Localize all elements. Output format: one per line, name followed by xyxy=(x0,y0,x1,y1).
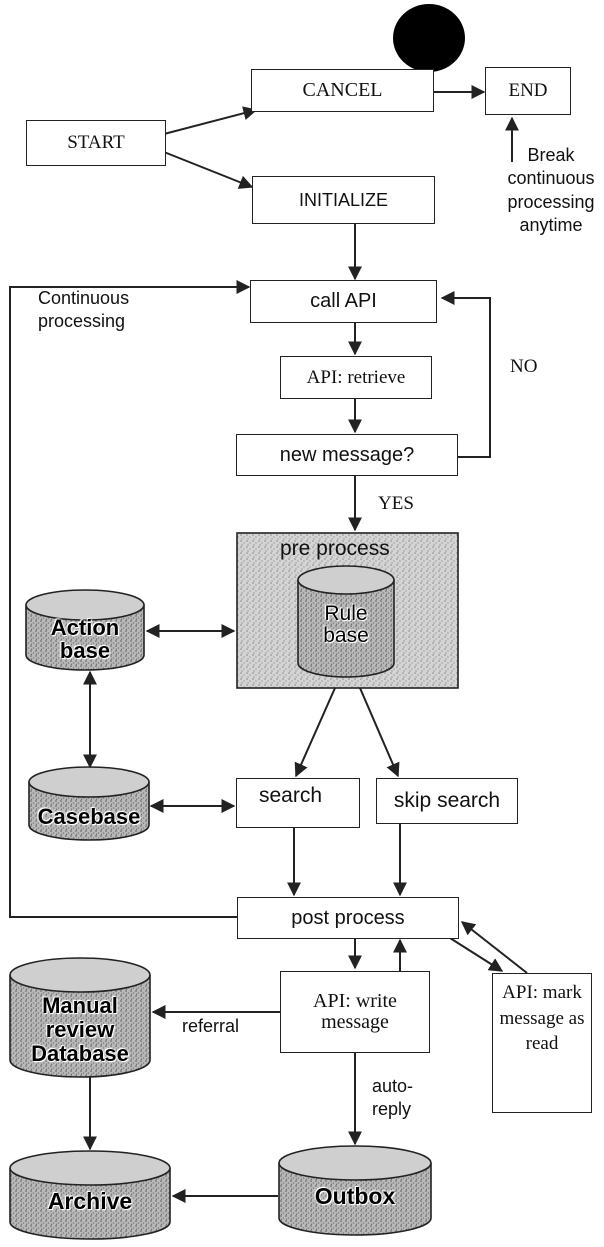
api-mark-message-label: API: mark message as read xyxy=(499,982,585,1055)
archive-cylinder xyxy=(9,1150,171,1240)
arrow-continuous-loop xyxy=(9,280,251,918)
node-new-message: new message? xyxy=(236,434,458,476)
arrow-no-loop xyxy=(440,291,491,458)
yes-annotation: YES xyxy=(378,493,414,514)
archive-label: Archive xyxy=(47,1188,133,1214)
new-message-label: new message? xyxy=(279,443,415,466)
arrow-start-cancel xyxy=(163,106,258,135)
node-start: START xyxy=(26,120,166,166)
node-initialize: INITIALIZE xyxy=(252,176,435,224)
pre-process-title: pre process xyxy=(280,537,390,560)
api-retrieve-label: API: retrieve xyxy=(306,366,406,388)
auto-reply-annotation: auto-reply xyxy=(372,1076,414,1120)
manual-review-db-cylinder xyxy=(9,957,151,1078)
skip-search-label: skip search xyxy=(393,788,501,812)
arrow-start-initialize xyxy=(163,151,254,189)
break-annotation: Break continuous processing anytime xyxy=(507,145,595,236)
no-annotation: NO xyxy=(510,356,538,377)
post-process-label: post process xyxy=(291,906,405,929)
node-end: END xyxy=(485,67,571,115)
outbox-label: Outbox xyxy=(314,1183,396,1209)
arrow-pre-skip xyxy=(359,687,400,778)
arrow-pre-search xyxy=(294,687,336,778)
cancel-label: CANCEL xyxy=(302,79,383,101)
action-base-label: Action base xyxy=(50,615,120,664)
node-skip-search: skip search xyxy=(376,778,518,824)
initialize-label: INITIALIZE xyxy=(298,189,388,210)
node-post-process: post process xyxy=(237,897,459,939)
node-api-mark-message: API: mark message as read xyxy=(492,973,592,1113)
manual-review-db-label: Manual review Database xyxy=(31,993,129,1067)
start-label: START xyxy=(67,132,125,154)
rule-base-label: Rule base xyxy=(323,602,369,648)
casebase-label: Casebase xyxy=(37,804,141,829)
call-api-label: call API xyxy=(310,290,377,312)
rule-base-cylinder xyxy=(297,565,395,678)
referral-annotation: referral xyxy=(182,1016,240,1036)
arrow-post-mark xyxy=(449,937,504,972)
arrow-mark-post xyxy=(460,921,528,974)
node-api-retrieve: API: retrieve xyxy=(280,356,432,399)
node-api-write-message: API: write message xyxy=(280,971,430,1053)
api-write-message-label: API: write message xyxy=(313,990,397,1033)
outbox-cylinder xyxy=(278,1145,432,1236)
casebase-cylinder xyxy=(28,766,150,841)
black-dot xyxy=(393,4,465,72)
continuous-annotation: Continuous processing xyxy=(38,288,130,332)
end-label: END xyxy=(508,80,548,102)
node-search: search xyxy=(236,778,360,828)
node-cancel: CANCEL xyxy=(251,69,434,112)
search-label: search xyxy=(259,784,323,807)
action-base-cylinder xyxy=(25,589,145,671)
node-call-api: call API xyxy=(250,280,437,323)
